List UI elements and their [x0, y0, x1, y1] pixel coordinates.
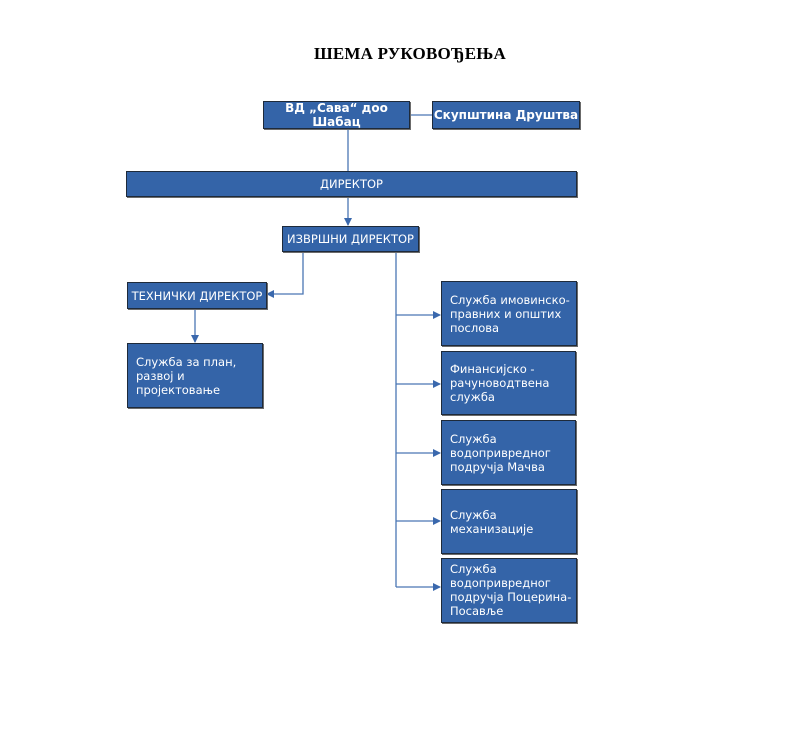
node-service-label: Служба механизације: [450, 507, 534, 536]
node-executive-director[interactable]: ИЗВРШНИ ДИРЕКТОР: [282, 226, 419, 252]
node-service-label: Служба имовинско-правних и општих послов…: [450, 292, 570, 335]
node-director[interactable]: ДИРЕКТОР: [126, 171, 577, 197]
node-service-mechanization[interactable]: Служба механизације: [441, 489, 577, 554]
node-executive-director-label: ИЗВРШНИ ДИРЕКТОР: [287, 232, 414, 246]
node-planning-service-label: Служба за план, развој и пројектовање: [136, 354, 237, 397]
node-technical-director-label: ТЕХНИЧКИ ДИРЕКТОР: [131, 288, 263, 303]
node-service-label: Служба водопривредног подручја Поцерина-…: [450, 562, 572, 618]
node-director-label: ДИРЕКТОР: [320, 177, 383, 191]
node-service-pocerina-posavlje[interactable]: Служба водопривредног подручја Поцерина-…: [441, 558, 577, 623]
node-assembly[interactable]: Скупштина Друштва: [432, 101, 580, 129]
node-technical-director[interactable]: ТЕХНИЧКИ ДИРЕКТОР: [127, 282, 267, 309]
node-planning-service[interactable]: Служба за план, развој и пројектовање: [127, 343, 263, 408]
connector-executive-technical: [266, 251, 304, 298]
node-company-label: ВД „Сава“ доо Шабац: [285, 101, 388, 129]
node-service-label: Служба водопривредног подручја Мачва: [450, 431, 551, 474]
node-assembly-label: Скупштина Друштва: [433, 108, 579, 122]
page-title: ШЕМА РУКОВОЂЕЊА: [314, 44, 506, 63]
node-service-finance[interactable]: Финансијско - рачуноводтвена служба: [441, 351, 576, 415]
node-service-property-legal[interactable]: Служба имовинско-правних и општих послов…: [441, 281, 577, 346]
node-company[interactable]: ВД „Сава“ доо Шабац: [263, 101, 410, 129]
node-service-macva[interactable]: Служба водопривредног подручја Мачва: [441, 420, 576, 485]
node-service-label: Финансијско - рачуноводтвена служба: [450, 362, 550, 404]
